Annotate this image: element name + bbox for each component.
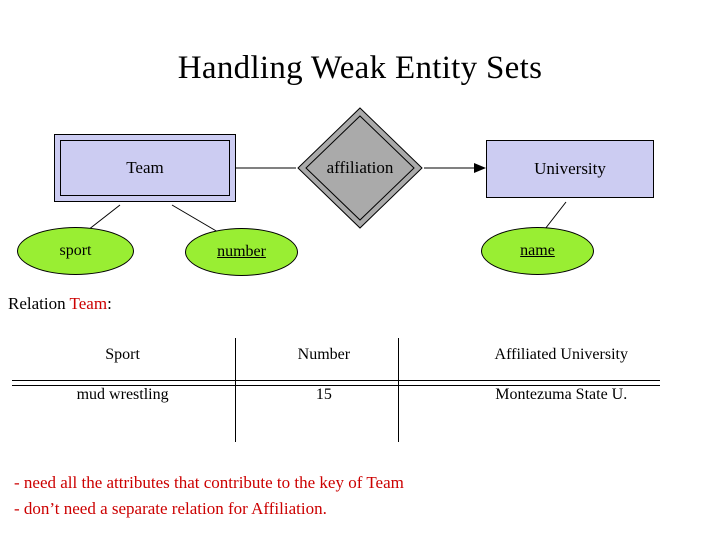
table-divider-left <box>235 338 236 442</box>
diamond-shape-icon <box>297 107 423 229</box>
entity-university-label: University <box>534 159 606 178</box>
cell-affiliated-university: Montezuma State U. <box>495 386 628 403</box>
entity-team-label: Team <box>126 158 164 177</box>
table-row: mud wrestling 15 Montezuma State U. <box>10 374 710 410</box>
relation-caption-name: Team <box>69 294 108 313</box>
relationship-affiliation[interactable]: affiliation <box>296 106 424 230</box>
relationship-affiliation-label: affiliation <box>326 158 394 177</box>
table-header-rule-bottom <box>12 385 660 386</box>
attribute-sport-label: sport <box>59 242 92 259</box>
page-title: Handling Weak Entity Sets <box>177 50 543 86</box>
notes-block: - need all the attributes that contribut… <box>14 470 404 522</box>
table-header-rule-top <box>12 380 660 381</box>
table-header-row: Sport Number Affiliated University <box>10 340 710 374</box>
attribute-number[interactable]: number <box>185 228 298 276</box>
attribute-sport[interactable]: sport <box>17 227 134 275</box>
note-line-2: - don’t need a separate relation for Aff… <box>14 499 327 518</box>
column-header-sport: Sport <box>105 346 140 363</box>
column-header-affiliated-university: Affiliated University <box>494 346 628 363</box>
relation-table: Sport Number Affiliated University mud w… <box>10 340 710 410</box>
entity-team[interactable]: Team <box>60 140 230 196</box>
column-header-number: Number <box>297 346 351 363</box>
relation-caption: Relation Team: <box>8 294 112 314</box>
cell-sport: mud wrestling <box>76 386 169 403</box>
attribute-name[interactable]: name <box>481 227 594 275</box>
attribute-name-label: name <box>520 242 555 259</box>
note-line-1: - need all the attributes that contribut… <box>14 473 404 492</box>
relation-caption-prefix: Relation <box>8 294 70 313</box>
attribute-number-label: number <box>217 243 266 260</box>
entity-team-outer-border: Team <box>54 134 236 202</box>
entity-university[interactable]: University <box>486 140 654 198</box>
table-divider-right <box>398 338 399 442</box>
cell-number: 15 <box>315 386 332 403</box>
relation-caption-suffix: : <box>107 294 112 313</box>
